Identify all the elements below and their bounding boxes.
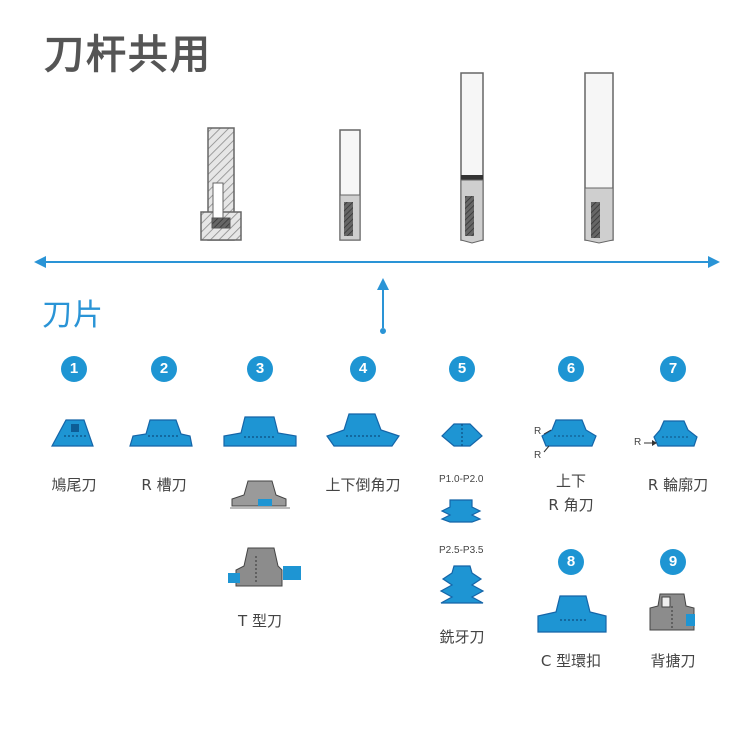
insert-label: 背搪刀 [650, 652, 696, 670]
number-badge: 8 [558, 549, 584, 575]
radius-callout: R [634, 437, 642, 448]
insert-label: 上下倒角刀 [325, 476, 401, 494]
insert-3-variant-a [230, 480, 290, 509]
holder-1 [200, 127, 242, 241]
radius-callout: R [534, 450, 542, 461]
insert-label: R 槽刀 [141, 476, 187, 494]
insert-3-variant-b [228, 547, 301, 587]
number-badge: 9 [660, 549, 686, 575]
insert-8 [537, 595, 607, 633]
radius-callout: R [534, 426, 542, 437]
insert-label: 銑牙刀 [439, 628, 485, 646]
section-label-inserts: 刀片 [42, 298, 104, 333]
holder-4 [584, 72, 614, 244]
insert-label: 鳩尾刀 [51, 476, 97, 494]
page-title: 刀杆共用 [44, 32, 212, 78]
insert-label: R 輪廓刀 [647, 476, 709, 494]
number-badge: 3 [247, 356, 273, 382]
number-badge: 4 [350, 356, 376, 382]
thread-insert-p2 [439, 565, 485, 604]
holder-3 [460, 72, 484, 244]
number-badge: 5 [449, 356, 475, 382]
insert-label-line: 上下 [555, 472, 586, 490]
number-badge: 6 [558, 356, 584, 382]
insert-label: C 型環扣 [540, 652, 602, 670]
insert-1 [50, 419, 94, 447]
insert-label-line: R 角刀 [548, 496, 594, 514]
insert-3 [223, 416, 297, 447]
insert-5 [441, 423, 483, 447]
insert-label: T 型刀 [238, 612, 282, 630]
insert-4 [326, 413, 400, 447]
insert-7 [644, 420, 698, 447]
horizontal-double-arrow [34, 256, 720, 268]
insert-2 [129, 419, 193, 447]
number-badge: 1 [61, 356, 87, 382]
vertical-arrow [377, 278, 389, 334]
insert-9 [649, 593, 695, 631]
holder-2 [339, 129, 361, 241]
thread-insert-p1 [440, 499, 482, 523]
number-badge: 7 [660, 356, 686, 382]
pitch-range-label: P1.0-P2.0 [439, 474, 484, 485]
insert-6 [541, 419, 597, 453]
pitch-range-label: P2.5-P3.5 [439, 545, 484, 556]
number-badge: 2 [151, 356, 177, 382]
